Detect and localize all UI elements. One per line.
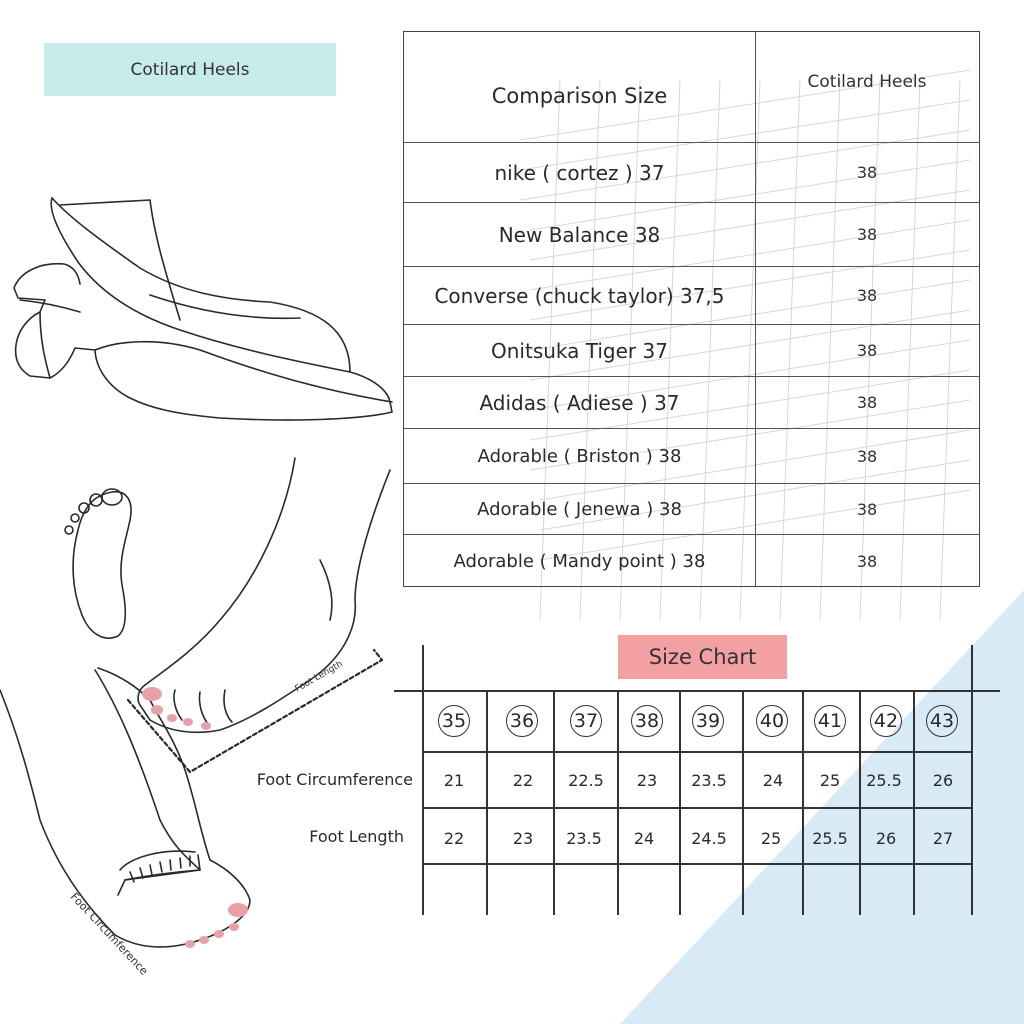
grid-line [679, 690, 681, 915]
toenails [142, 687, 248, 948]
row-label-foot-circumference: Foot Circumference [256, 770, 413, 789]
cotilard-size: 38 [856, 163, 878, 182]
comparison-row: Adidas ( Adiese ) 37 38 [404, 377, 979, 429]
circumference-value: 26 [932, 771, 954, 790]
foot-length-label: Foot Length [294, 659, 345, 694]
grid-line [617, 690, 619, 915]
cotilard-size: 38 [856, 393, 878, 412]
foot-circumference-label: Foot Circumference [68, 890, 151, 978]
length-value: 27 [932, 829, 954, 848]
length-value: 24 [633, 829, 655, 848]
size-37: 37 [570, 705, 602, 737]
footprint-illustration [64, 488, 132, 639]
circumference-value: 22.5 [568, 771, 604, 790]
brand-size: Converse (chuck taylor) 37,5 [434, 283, 725, 308]
grid-line [394, 690, 1000, 692]
row-label-foot-length: Foot Length [309, 827, 404, 846]
grid-line [859, 690, 861, 915]
comparison-row: Onitsuka Tiger 37 38 [404, 325, 979, 377]
length-value: 23.5 [566, 829, 602, 848]
grid-line [422, 807, 972, 809]
cotilard-size: 38 [856, 446, 878, 466]
illustrations: Foot Length Foot Circumference [0, 197, 393, 978]
length-value: 26 [875, 829, 897, 848]
cotilard-size: 38 [856, 341, 878, 360]
grid-line [913, 690, 915, 915]
circumference-value: 24 [762, 771, 784, 790]
grid-line [553, 690, 555, 915]
size-43: 43 [926, 705, 958, 737]
comparison-header-right: Cotilard Heels [807, 72, 927, 92]
size-40: 40 [756, 705, 788, 737]
size-chart-title: Size Chart [618, 635, 787, 679]
length-value: 24.5 [691, 829, 727, 848]
column-divider [755, 32, 756, 586]
comparison-row: nike ( cortez ) 37 38 [404, 143, 979, 203]
comparison-row: Adorable ( Briston ) 38 38 [404, 429, 979, 484]
foot-length-measure [126, 648, 384, 774]
foot-circumference-illustration [0, 667, 251, 948]
brand-label: Cotilard Heels [44, 43, 336, 96]
circumference-value: 23.5 [691, 771, 727, 790]
brand-size: nike ( cortez ) 37 [494, 160, 665, 185]
grid-line [422, 863, 972, 865]
cotilard-size: 38 [856, 552, 878, 571]
circumference-value: 21 [443, 771, 465, 790]
brand-size: Adidas ( Adiese ) 37 [479, 390, 680, 415]
size-41: 41 [814, 705, 846, 737]
brand-size: Onitsuka Tiger 37 [491, 338, 668, 363]
grid-line [971, 645, 973, 915]
comparison-header-row: Comparison Size Cotilard Heels [404, 32, 979, 143]
cotilard-size: 38 [856, 286, 878, 305]
grid-line [742, 690, 744, 915]
brand-size: Adorable ( Jenewa ) 38 [477, 498, 682, 520]
foot-side-illustration [137, 457, 391, 734]
grid-line [486, 690, 488, 915]
comparison-header-left: Comparison Size [491, 84, 668, 108]
size-36: 36 [506, 705, 538, 737]
size-42: 42 [870, 705, 902, 737]
size-35: 35 [438, 705, 470, 737]
cotilard-size: 38 [856, 225, 878, 244]
circumference-value: 25.5 [866, 771, 902, 790]
size-38: 38 [631, 705, 663, 737]
brand-size: Adorable ( Briston ) 38 [477, 445, 682, 467]
grid-line [802, 690, 804, 915]
size-39: 39 [692, 705, 724, 737]
cotilard-size: 38 [856, 499, 878, 519]
length-value: 25.5 [812, 829, 848, 848]
heel-shoe-illustration [13, 197, 393, 421]
grid-line [422, 645, 424, 915]
length-value: 22 [443, 829, 465, 848]
grid-line [422, 751, 972, 753]
comparison-row: New Balance 38 38 [404, 203, 979, 267]
brand-size: Adorable ( Mandy point ) 38 [453, 551, 706, 572]
circumference-value: 25 [819, 771, 841, 790]
comparison-row: Adorable ( Mandy point ) 38 38 [404, 535, 979, 588]
comparison-table: Comparison Size Cotilard Heels nike ( co… [403, 31, 980, 587]
circumference-value: 23 [636, 771, 658, 790]
length-value: 23 [512, 829, 534, 848]
comparison-row: Adorable ( Jenewa ) 38 38 [404, 484, 979, 535]
brand-size: New Balance 38 [498, 222, 661, 247]
circumference-value: 22 [512, 771, 534, 790]
length-value: 25 [760, 829, 782, 848]
comparison-row: Converse (chuck taylor) 37,5 38 [404, 267, 979, 325]
